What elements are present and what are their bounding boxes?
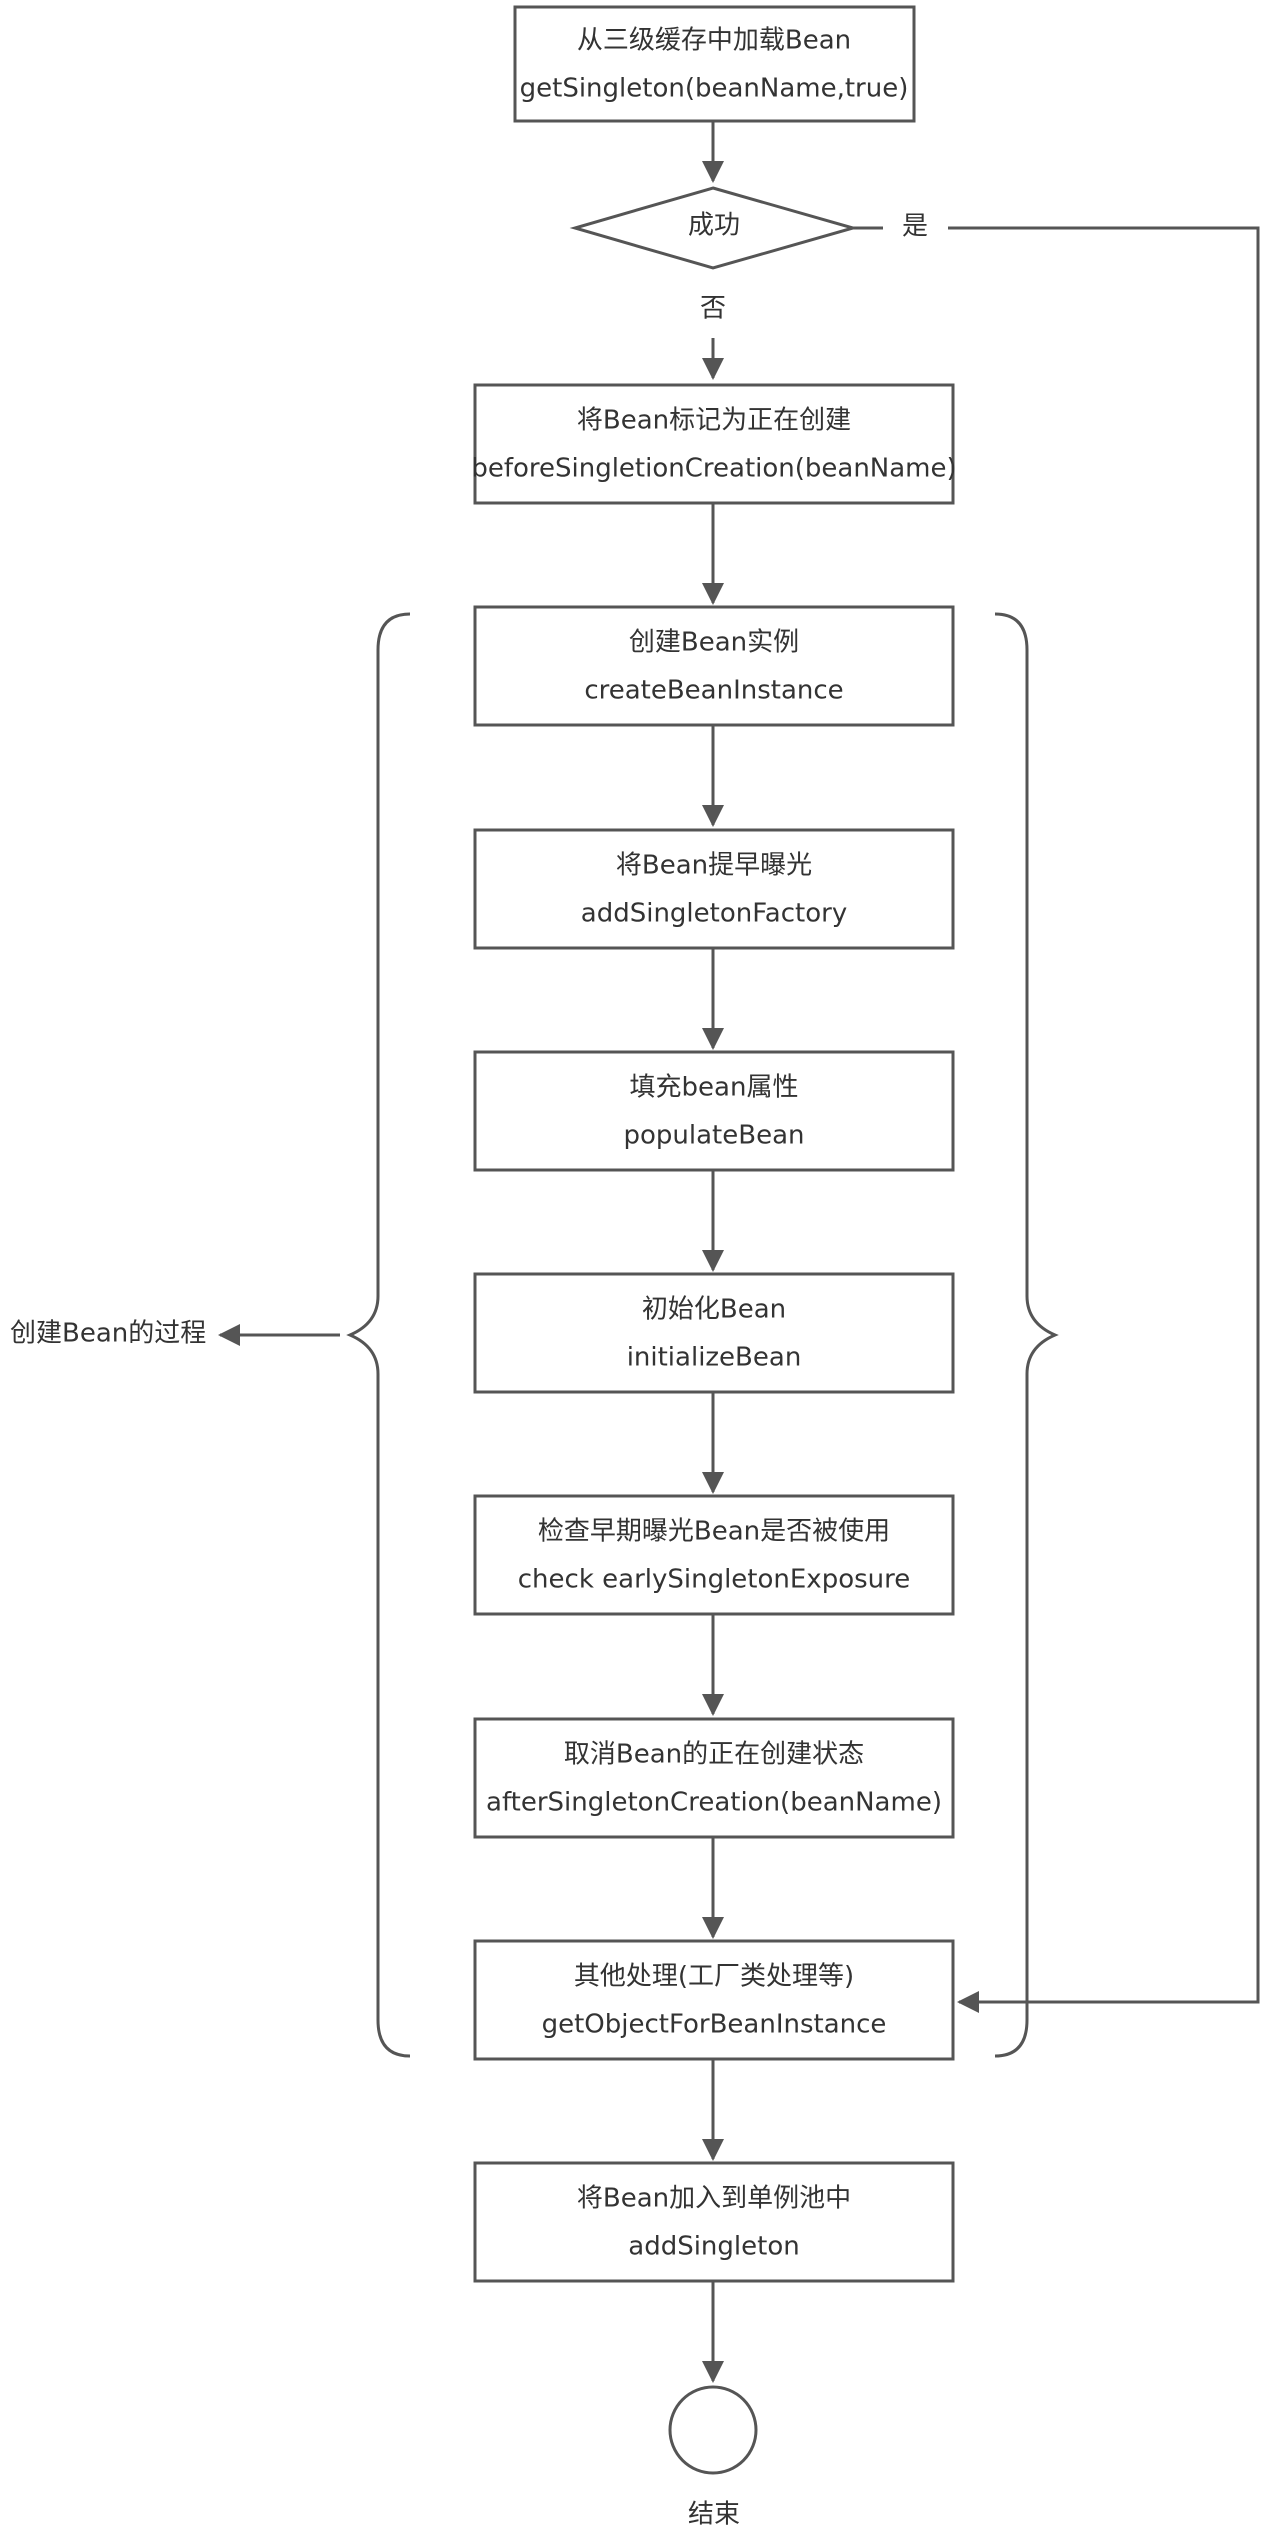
- edge-label-yes: 是: [902, 212, 928, 242]
- node-populate-code: populateBean: [624, 1121, 805, 1151]
- node-other-processing: 其他处理(工厂类处理等) getObjectForBeanInstance: [473, 1939, 955, 2061]
- node-cancel-creating: 取消Bean的正在创建状态 afterSingletonCreation(bea…: [473, 1717, 955, 1839]
- node-load-code: getSingleton(beanName,true): [520, 74, 909, 104]
- node-load-from-cache: 从三级缓存中加载Bean getSingleton(beanName,true): [513, 5, 916, 123]
- node-other-title: 其他处理(工厂类处理等): [574, 1962, 854, 1992]
- node-expose-title: 将Bean提早曝光: [616, 851, 812, 881]
- node-expose-code: addSingletonFactory: [581, 899, 847, 929]
- node-check-early-exposure: 检查早期曝光Bean是否被使用 check earlySingletonExpo…: [473, 1494, 955, 1616]
- left-brace: [346, 612, 411, 2058]
- node-decision-label: 成功: [688, 211, 740, 241]
- node-other-code: getObjectForBeanInstance: [542, 2010, 887, 2040]
- node-mark-code: beforeSingletionCreation(beanName): [471, 454, 956, 484]
- node-populate-title: 填充bean属性: [630, 1073, 799, 1103]
- node-cancel-title: 取消Bean的正在创建状态: [564, 1740, 864, 1770]
- node-load-title: 从三级缓存中加载Bean: [577, 26, 851, 56]
- node-create-instance: 创建Bean实例 createBeanInstance: [473, 605, 955, 727]
- node-create-code: createBeanInstance: [584, 676, 843, 706]
- node-add-code: addSingleton: [628, 2232, 799, 2262]
- node-end: 结束: [668, 2385, 758, 2530]
- node-add-singleton: 将Bean加入到单例池中 addSingleton: [473, 2161, 955, 2283]
- edge-label-no: 否: [700, 294, 726, 324]
- node-init-title: 初始化Bean: [642, 1295, 786, 1325]
- node-add-title: 将Bean加入到单例池中: [577, 2184, 851, 2214]
- node-cancel-code: afterSingletonCreation(beanName): [486, 1788, 942, 1818]
- node-check-title: 检查早期曝光Bean是否被使用: [538, 1517, 890, 1547]
- node-init-code: initializeBean: [627, 1343, 802, 1373]
- node-check-code: check earlySingletonExposure: [518, 1565, 911, 1595]
- node-populate-bean: 填充bean属性 populateBean: [473, 1050, 955, 1172]
- node-initialize-bean: 初始化Bean initializeBean: [473, 1272, 955, 1394]
- annotation-process-label: 创建Bean的过程: [10, 1319, 206, 1349]
- edge-decision-yes-segment-b: [948, 226, 1260, 2013]
- right-brace: [994, 612, 1059, 2058]
- node-mark-creating: 将Bean标记为正在创建 beforeSingletionCreation(be…: [471, 383, 957, 505]
- node-decision-success: 成功: [569, 186, 859, 270]
- node-create-title: 创建Bean实例: [629, 628, 799, 658]
- node-mark-title: 将Bean标记为正在创建: [577, 406, 851, 436]
- node-end-label: 结束: [688, 2500, 740, 2530]
- node-early-expose: 将Bean提早曝光 addSingletonFactory: [473, 828, 955, 950]
